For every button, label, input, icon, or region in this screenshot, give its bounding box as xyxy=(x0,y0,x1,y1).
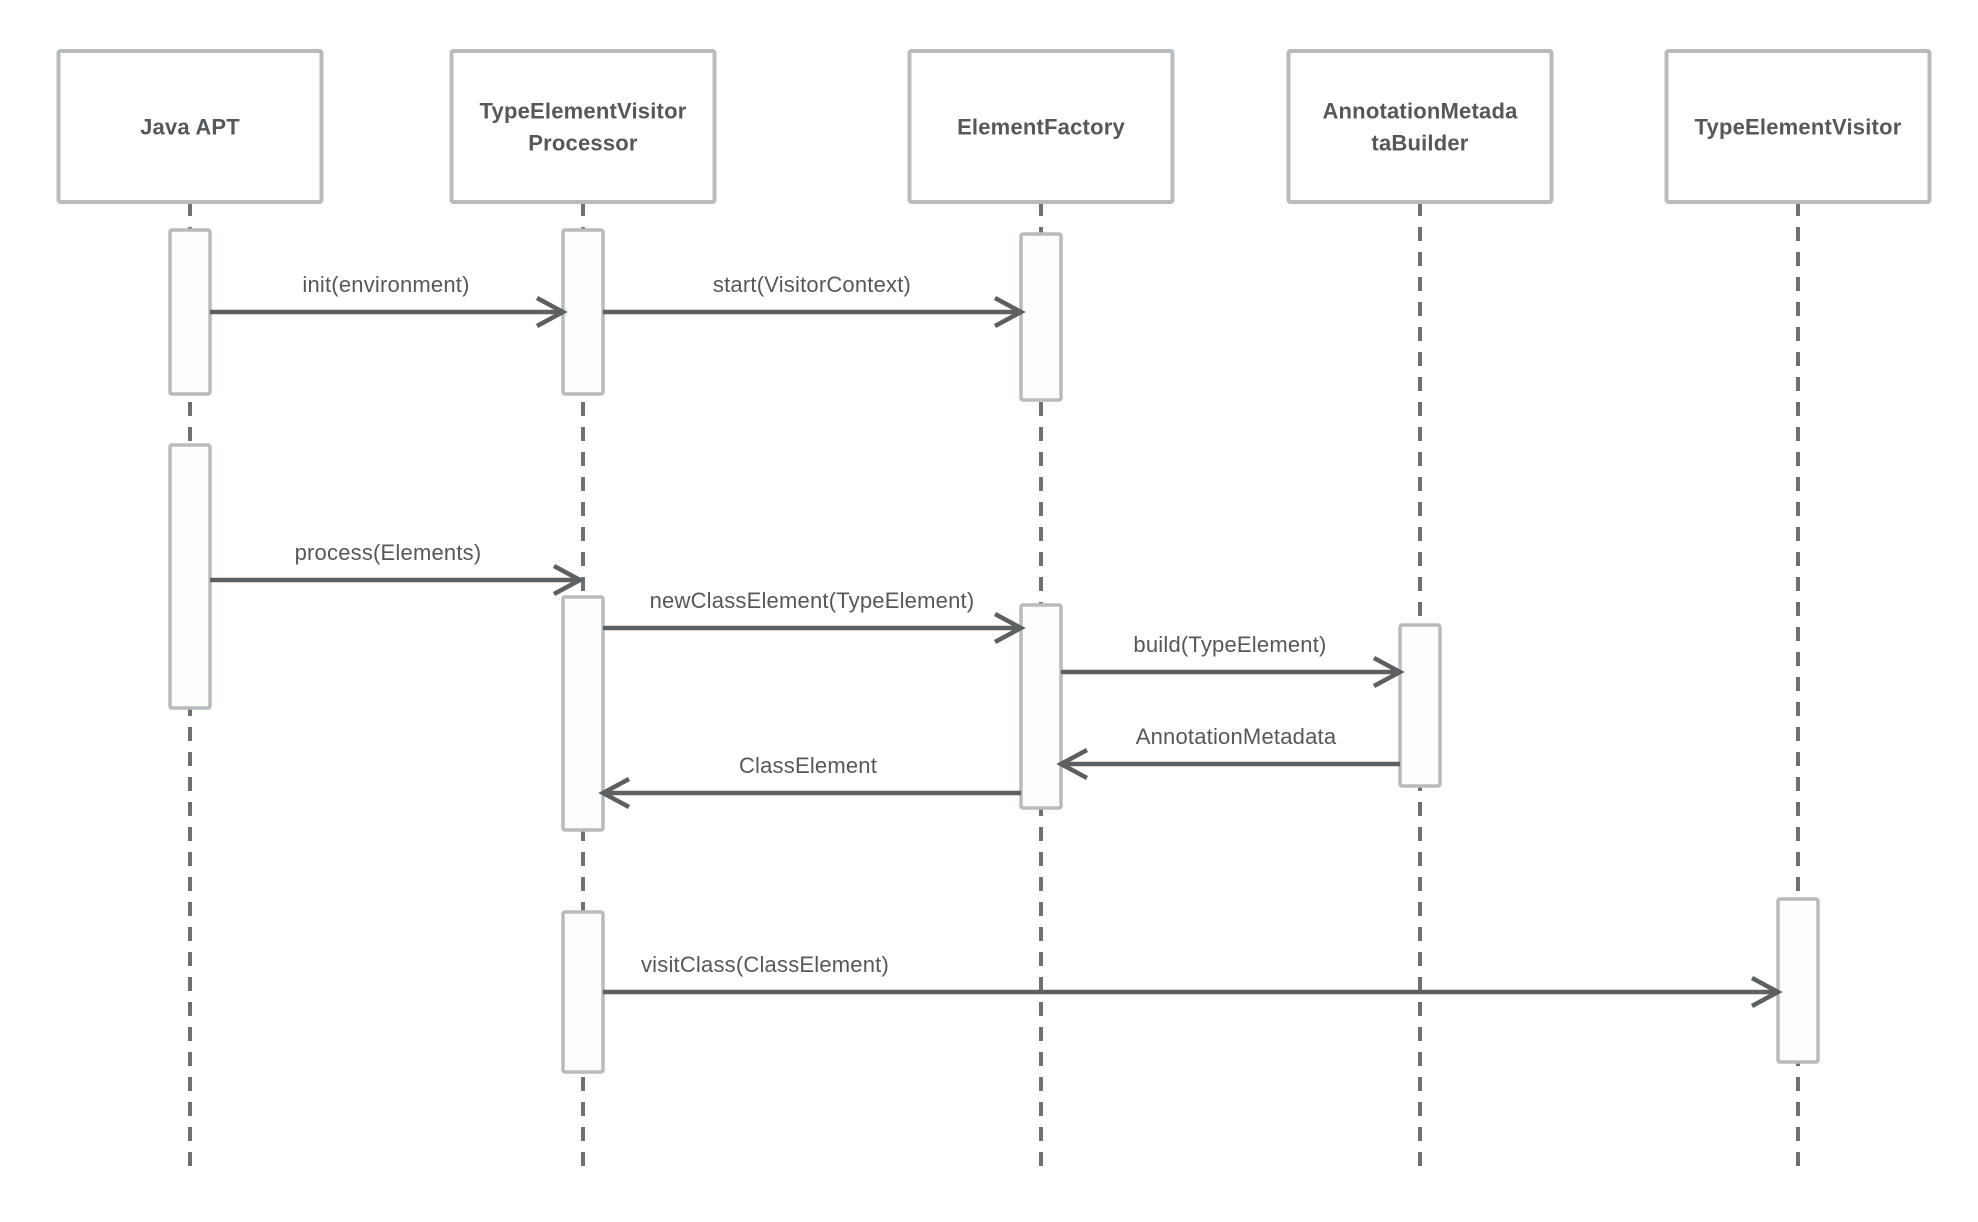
message-process-elements: process(Elements) xyxy=(210,540,585,596)
participant-label-java-apt: Java APT xyxy=(140,115,240,140)
message-label-class-element-return: ClassElement xyxy=(739,753,877,778)
message-new-class-element: newClassElement(TypeElement) xyxy=(603,588,1026,644)
activation-bar-type-element-visitor-1 xyxy=(1776,897,1820,1064)
participant-box-java-apt xyxy=(56,49,324,204)
participant-label-line: taBuilder xyxy=(1371,131,1468,156)
participant-label-element-factory: ElementFactory xyxy=(957,115,1125,140)
message-start-visitor-context: start(VisitorContext) xyxy=(603,272,1026,328)
message-label-annotation-metadata-return: AnnotationMetadata xyxy=(1136,724,1337,749)
participant-box-type-element-visitor-processor xyxy=(449,49,717,204)
activation-bar-element-factory-2 xyxy=(1019,603,1063,810)
message-arrowhead xyxy=(552,564,585,596)
participant-label-line: ElementFactory xyxy=(957,115,1125,140)
message-annotation-metadata-return: AnnotationMetadata xyxy=(1056,724,1400,780)
activation-bar-processor-1 xyxy=(561,228,605,396)
participant-element-factory: ElementFactory xyxy=(907,49,1175,204)
participant-java-apt: Java APT xyxy=(56,49,324,204)
message-label-process-elements: process(Elements) xyxy=(295,540,482,565)
message-build-type-element: build(TypeElement) xyxy=(1061,632,1405,688)
message-arrowhead xyxy=(993,612,1026,644)
activation-bar-processor-2 xyxy=(561,595,605,832)
participant-box-type-element-visitor xyxy=(1664,49,1932,204)
message-init-environment: init(environment) xyxy=(210,272,568,328)
message-arrowhead xyxy=(993,296,1026,328)
participant-annotation-metadata-builder: AnnotationMetada taBuilder xyxy=(1286,49,1554,204)
participant-label-line: Java APT xyxy=(140,115,240,140)
message-label-new-class-element: newClassElement(TypeElement) xyxy=(650,588,975,613)
activation-bar-processor-3 xyxy=(561,910,605,1074)
activation-bar-element-factory-1 xyxy=(1019,232,1063,402)
message-arrowhead xyxy=(1056,748,1089,780)
participant-box-element-factory xyxy=(907,49,1175,204)
participant-box-annotation-metadata-builder xyxy=(1286,49,1554,204)
activation-bar-java-apt-1 xyxy=(168,228,212,396)
message-arrowhead xyxy=(535,296,568,328)
message-arrowhead xyxy=(598,777,631,809)
participant-label-type-element-visitor: TypeElementVisitor xyxy=(1695,115,1902,140)
participant-label-annotation-metadata-builder: AnnotationMetada taBuilder xyxy=(1322,99,1518,156)
message-class-element-return: ClassElement xyxy=(598,753,1021,809)
participant-label-line: TypeElementVisitor xyxy=(1695,115,1902,140)
message-arrowhead xyxy=(1372,656,1405,688)
message-arrowhead xyxy=(1750,976,1783,1008)
message-label-init-environment: init(environment) xyxy=(302,272,469,297)
participant-label-line: AnnotationMetada xyxy=(1322,99,1518,124)
participant-label-line: TypeElementVisitor xyxy=(480,99,687,124)
participant-type-element-visitor: TypeElementVisitor xyxy=(1664,49,1932,204)
participant-label-line: Processor xyxy=(528,131,638,156)
activation-bar-java-apt-2 xyxy=(168,443,212,710)
message-visit-class: visitClass(ClassElement) xyxy=(603,952,1783,1008)
message-label-visit-class: visitClass(ClassElement) xyxy=(641,952,889,977)
message-label-build-type-element: build(TypeElement) xyxy=(1133,632,1326,657)
message-label-start-visitor-context: start(VisitorContext) xyxy=(713,272,911,297)
activation-bar-metadata-builder-1 xyxy=(1398,623,1442,788)
